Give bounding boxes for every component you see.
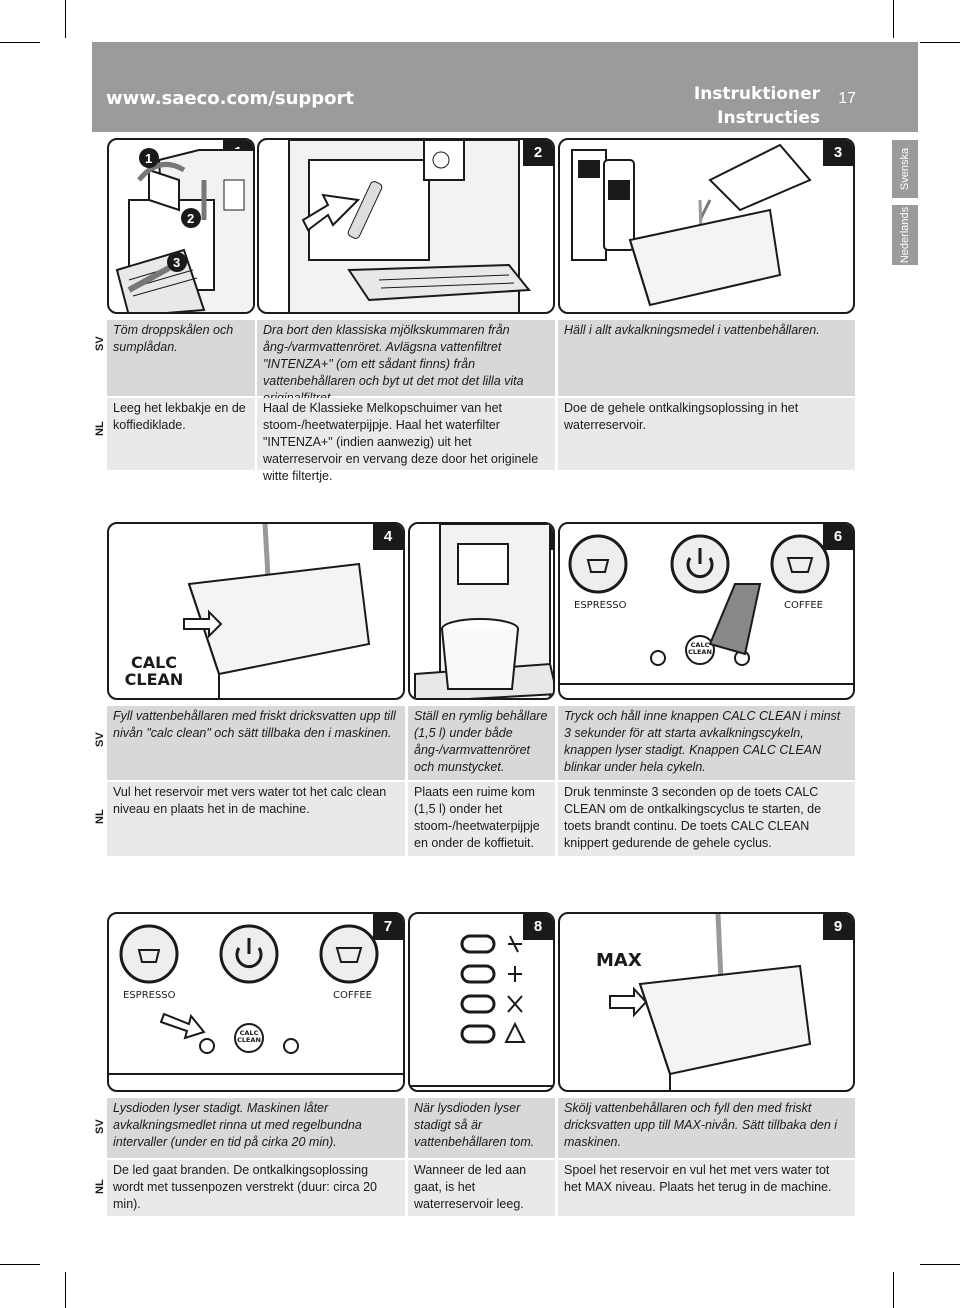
tab-svenska[interactable]: Svenska: [892, 140, 918, 198]
step-number: 4: [373, 524, 403, 550]
step-4-sv-text: Fyll vattenbehållaren med friskt dricksv…: [107, 706, 405, 780]
led-indicators-illustration: [410, 934, 553, 1087]
callout-1: 1: [145, 151, 152, 166]
page-header: www.saeco.com/support Instruktioner Inst…: [92, 42, 918, 132]
step-1-sv-text: Töm droppskålen och sumplådan.: [107, 320, 255, 396]
step-2-nl-text: Haal de Klassieke Melkopschuimer van het…: [257, 398, 555, 483]
crop-mark: [893, 0, 894, 38]
step-number: 3: [823, 140, 853, 166]
tab-nederlands[interactable]: Nederlands: [892, 205, 918, 265]
step-8-illustration: 8: [408, 912, 555, 1092]
step-9-nl-text: Spoel het reservoir en vul het met vers …: [558, 1160, 855, 1216]
step-4-nl-text: Vul het reservoir met vers water tot het…: [107, 782, 405, 856]
step-8-nl-text: Wanneer de led aan gaat, is het waterres…: [408, 1160, 555, 1216]
crop-mark: [65, 1272, 66, 1308]
step-number: 7: [373, 914, 403, 940]
step-1-nl-text: Leeg het lekbakje en de koffiediklade.: [107, 398, 255, 470]
step-3-sv-text: Häll i allt avkalkningsmedel i vattenbeh…: [558, 320, 855, 396]
calc-clean-label: CALC CLEAN: [124, 653, 184, 689]
lang-label-sv: SV: [94, 1119, 106, 1134]
title-swedish: Instruktioner: [693, 84, 820, 104]
espresso-label: ESPRESSO: [123, 990, 176, 1001]
step-8-sv-text: När lysdioden lyser stadigt så är vatten…: [408, 1098, 555, 1158]
crop-mark: [0, 1264, 40, 1265]
crop-mark: [893, 1272, 894, 1308]
page-title: Instruktioner Instructies: [694, 82, 820, 130]
step-number: 6: [823, 524, 853, 550]
coffee-label: COFFEE: [333, 990, 372, 1001]
control-panel-calc-led: [109, 924, 403, 1075]
step-7-nl-text: De led gaat branden. De ontkalkingsoplos…: [107, 1160, 405, 1216]
step-number: 8: [523, 914, 553, 940]
coffee-label: COFFEE: [784, 600, 823, 611]
step-3-nl-text: Doe de gehele ontkalkingsoplossing in he…: [558, 398, 855, 470]
step-5-illustration: 5: [408, 522, 555, 700]
callout-3: 3: [173, 255, 180, 270]
crop-mark: [920, 42, 960, 43]
step-2-sv-text: Dra bort den klassiska mjölkskummaren fr…: [257, 320, 555, 405]
control-panel-press-calc-clean: [560, 534, 853, 685]
step-9-illustration: 9 MAX: [558, 912, 855, 1092]
step-4-illustration: 4 CALC CLEAN: [107, 522, 405, 700]
page-number: 17: [838, 90, 856, 107]
lang-label-nl: NL: [94, 1179, 106, 1194]
step-6-sv-text: Tryck och håll inne knappen CALC CLEAN i…: [558, 706, 855, 780]
step-7-sv-text: Lysdioden lyser stadigt. Maskinen låter …: [107, 1098, 405, 1158]
drip-tray-illustration: 1 2 3: [115, 148, 253, 312]
crop-mark: [0, 42, 40, 43]
step-1-illustration: 1 1 2 3: [107, 138, 255, 314]
crop-mark: [65, 0, 66, 38]
step-number: 9: [823, 914, 853, 940]
descaler-pouring-illustration: [571, 143, 812, 307]
callout-2: 2: [187, 211, 194, 226]
water-tank-calc-clean-illustration: [183, 524, 371, 698]
lang-label-nl: NL: [94, 421, 106, 436]
step-5-nl-text: Plaats een ruime kom (1,5 l) onder het s…: [408, 782, 555, 856]
espresso-label: ESPRESSO: [574, 600, 627, 611]
step-9-sv-text: Skölj vattenbehållaren och fyll den med …: [558, 1098, 855, 1158]
support-url[interactable]: www.saeco.com/support: [106, 88, 355, 109]
title-dutch: Instructies: [717, 108, 820, 128]
milk-frother-illustration: [288, 140, 531, 312]
step-3-illustration: 3: [558, 138, 855, 314]
lang-label-sv: SV: [94, 336, 106, 351]
lang-label-nl: NL: [94, 809, 106, 824]
step-number: 2: [523, 140, 553, 166]
crop-mark: [920, 1264, 960, 1265]
lang-label-sv: SV: [94, 732, 106, 747]
container-under-spout-illustration: [414, 524, 553, 698]
max-label: MAX: [596, 950, 642, 971]
step-2-illustration: 2: [257, 138, 555, 314]
step-5-sv-text: Ställ en rymlig behållare (1,5 l) under …: [408, 706, 555, 780]
water-tank-max-illustration: [609, 914, 812, 1090]
step-6-nl-text: Druk tenminste 3 seconden op de toets CA…: [558, 782, 855, 856]
